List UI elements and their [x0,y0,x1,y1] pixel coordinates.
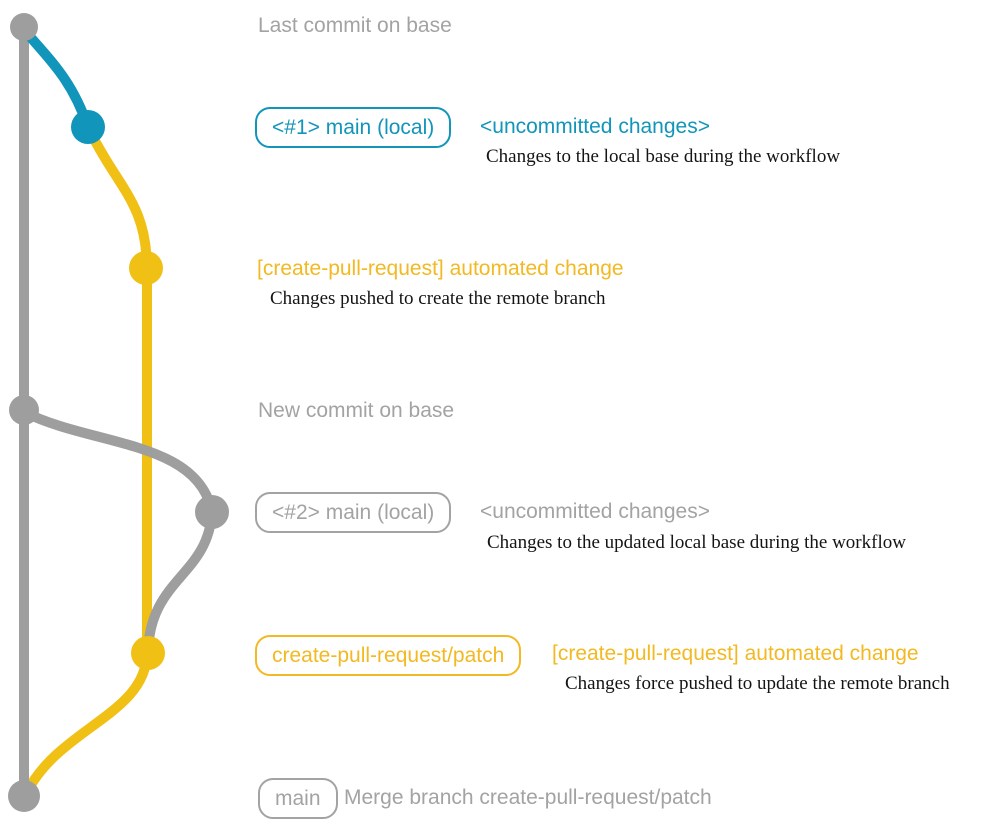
branch-line-patch-merge [21,648,152,799]
branch-badge-main-local-1: <#1> main (local) [255,107,452,148]
annotation-local-base-changes: Changes to the local base during the wor… [486,146,841,167]
label-last-commit-on-base: Last commit on base [258,14,452,37]
commit-dot-new-commit-on-base [9,395,39,425]
commit-graph [8,13,229,812]
status-uncommitted-changes-1: <uncommitted changes> [480,115,710,138]
annotation-changes-pushed: Changes pushed to create the remote bran… [270,288,606,309]
commit-dot-patch-1 [129,251,163,285]
branch-badge-main-local-2: <#2> main (local) [255,492,452,533]
commit-message-automated-change-2: [create-pull-request] automated change [552,642,919,665]
commit-message-automated-change-1: [create-pull-request] automated change [257,257,624,280]
annotation-updated-local-base-changes: Changes to the updated local base during… [487,532,906,553]
status-uncommitted-changes-2: <uncommitted changes> [480,500,710,523]
branch-line-local-main-2 [19,407,217,517]
commit-dot-patch-2 [131,636,165,670]
commit-message-merge: Merge branch create-pull-request/patch [344,786,712,809]
commit-dot-merge [8,780,40,812]
branch-line-local-main-2-merge [143,507,217,659]
branch-line-local-main-1 [21,27,93,132]
annotation-changes-force-pushed: Changes force pushed to update the remot… [565,673,950,694]
commit-dot-last-commit-on-base [10,13,38,41]
label-new-commit-on-base: New commit on base [258,399,455,422]
branch-badge-main: main [258,778,338,819]
commit-dot-local-main-2 [195,495,229,529]
branch-badge-patch: create-pull-request/patch [255,635,522,676]
branch-line-patch [86,128,152,658]
commit-dot-local-main-1 [71,110,105,144]
